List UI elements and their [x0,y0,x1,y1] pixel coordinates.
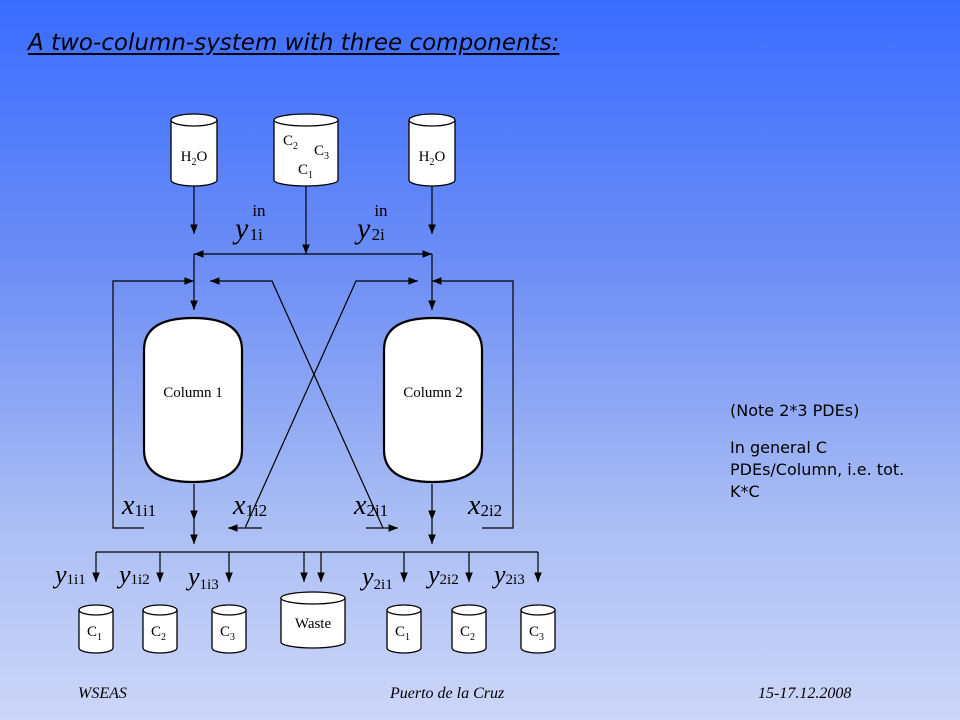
product-label-y2i3: y2i3 [491,560,525,589]
footer-date: 15-17.12.2008 [758,685,852,702]
feed-tank-water-right-label: H2O [419,149,446,168]
footer-conference: WSEAS [78,685,127,702]
waste-tank-label: Waste [295,616,332,632]
feed-tank-water-right: H2O [408,113,456,187]
feed-tank-water-left: H2O [170,113,218,187]
column-2-label: Column 2 [403,385,463,401]
product-label-y1i2: y1i2 [116,560,150,589]
column-2: Column 2 [382,316,484,484]
note-general: In general C PDEs/Column, i.e. tot. K*C [730,438,905,501]
product-tank-left-c2: C2 [142,604,178,654]
column-1-label: Column 1 [163,385,223,401]
product-tank-left-c3: C3 [211,604,247,654]
product-tank-right-c2: C2 [451,604,487,654]
outlet-label-x1i2: x1i2 [232,490,267,521]
feed-lines [190,186,436,310]
product-tank-right-c1: C1 [386,604,422,654]
column-1: Column 1 [142,316,244,484]
product-label-y1i3: y1i3 [185,562,219,593]
outlet-lines [190,484,436,544]
footer-location: Puerto de la Cruz [390,685,505,702]
product-label-y2i1: y2i1 [359,562,393,593]
product-lines [92,551,542,582]
product-label-y1i1: y1i1 [52,560,86,589]
outlet-label-x2i2: x2i2 [467,490,502,521]
product-tank-left-c1: C1 [78,604,114,654]
recycle-lines [112,277,514,532]
note-pde-count: (Note 2*3 PDEs) [730,401,860,420]
waste-tank: Waste [280,591,346,649]
outlet-label-x2i1: x2i1 [353,490,388,521]
product-label-y2i2: y2i2 [425,560,459,589]
feed-tank-mixture: C2 C3 C1 [273,113,339,187]
outlet-label-x1i1: x1i1 [121,490,156,521]
feed-tank-water-left-label: H2O [181,149,208,168]
page-title: A two-column-system with three component… [28,30,560,56]
product-tank-right-c3: C3 [520,604,556,654]
